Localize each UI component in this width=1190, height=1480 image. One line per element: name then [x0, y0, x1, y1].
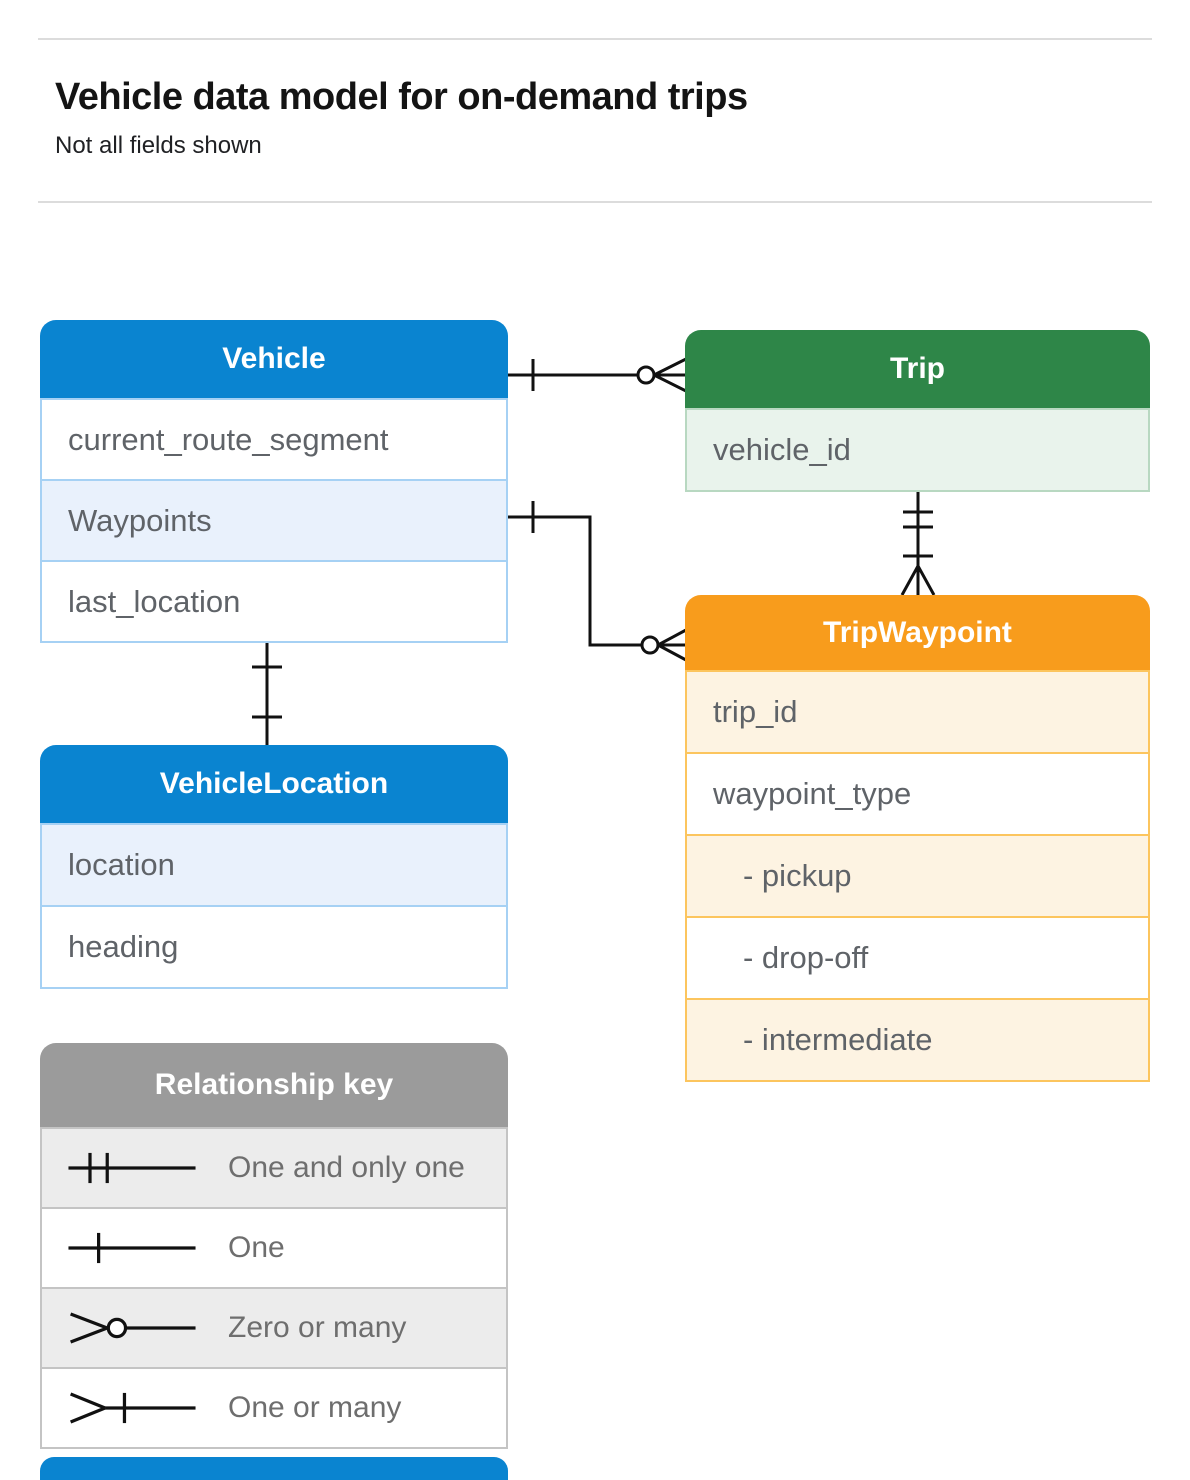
- connector-vehicle-vehiclelocation: [252, 637, 282, 745]
- field-waypoint-type-pickup: - pickup: [687, 834, 1148, 916]
- legend-item-one-or-many: One or many: [42, 1367, 506, 1447]
- top-divider: [38, 38, 1152, 40]
- legend-label: Zero or many: [228, 1311, 407, 1344]
- one-icon: [68, 1232, 196, 1264]
- legend-item-zero-or-many: Zero or many: [42, 1287, 506, 1367]
- legend-item-one: One: [42, 1207, 506, 1287]
- entity-vehiclelocation: VehicleLocation location heading: [40, 745, 508, 989]
- legend-label: One: [228, 1231, 285, 1264]
- one-and-only-one-icon: [68, 1152, 196, 1184]
- legend-item-one-and-only-one: One and only one: [42, 1129, 506, 1207]
- entity-tripwaypoint: TripWaypoint trip_id waypoint_type - pic…: [685, 595, 1150, 1082]
- zero-or-many-icon: [70, 1312, 196, 1344]
- field-waypoints: Waypoints: [42, 479, 506, 560]
- field-waypoint-type: waypoint_type: [687, 752, 1148, 834]
- one-or-many-icon: [70, 1392, 196, 1424]
- page-title: Vehicle data model for on-demand trips: [55, 76, 748, 118]
- field-vehicle-id: vehicle_id: [687, 410, 1148, 490]
- entity-vehiclelocation-title: VehicleLocation: [40, 745, 508, 823]
- field-trip-id: trip_id: [687, 672, 1148, 752]
- page-subtitle: Not all fields shown: [55, 132, 262, 159]
- title-divider: [38, 201, 1152, 203]
- field-current-route-segment: current_route_segment: [42, 400, 506, 479]
- entity-tripwaypoint-title: TripWaypoint: [685, 595, 1150, 670]
- connector-waypoints-tripwaypoint: [508, 501, 687, 662]
- field-waypoint-type-dropoff: - drop-off: [687, 916, 1148, 998]
- partial-entity-header: [40, 1457, 508, 1480]
- field-last-location: last_location: [42, 560, 506, 641]
- entity-trip-title: Trip: [685, 330, 1150, 408]
- field-heading: heading: [42, 905, 506, 987]
- relationship-key-title: Relationship key: [40, 1043, 508, 1127]
- connector-vehicle-trip: [508, 357, 687, 393]
- connector-trip-tripwaypoint: [900, 488, 936, 596]
- relationship-key: Relationship key One and only one One Ze…: [40, 1043, 508, 1449]
- entity-vehicle-title: Vehicle: [40, 320, 508, 398]
- entity-vehicle: Vehicle current_route_segment Waypoints …: [40, 320, 508, 643]
- field-waypoint-type-intermediate: - intermediate: [687, 998, 1148, 1080]
- legend-label: One and only one: [228, 1151, 465, 1184]
- legend-label: One or many: [228, 1391, 402, 1424]
- field-location: location: [42, 825, 506, 905]
- entity-trip: Trip vehicle_id: [685, 330, 1150, 492]
